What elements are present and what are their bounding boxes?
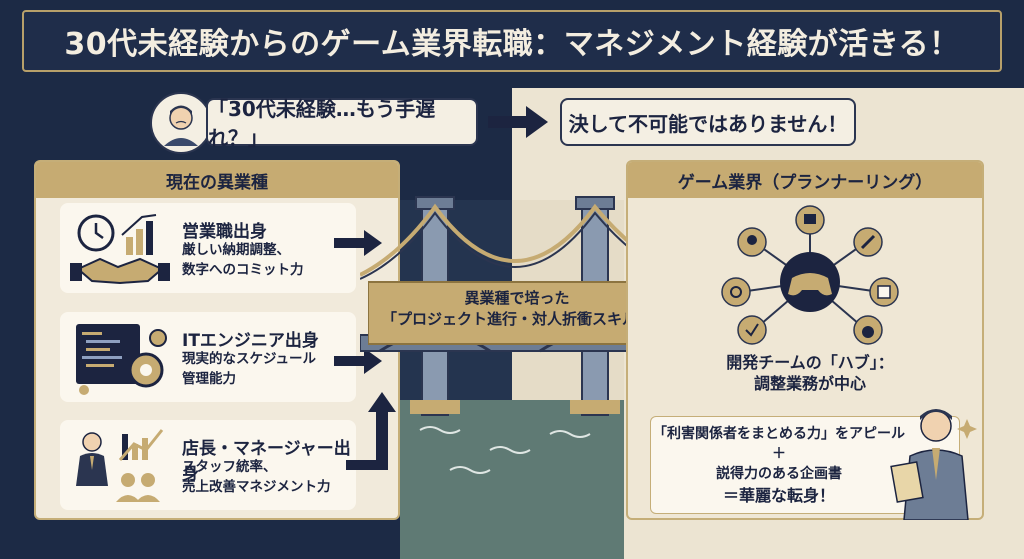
game-industry-heading: ゲーム業界（プランナーリング） bbox=[628, 162, 982, 198]
sales-card-line-1: 厳しい納期調整、 bbox=[182, 242, 290, 258]
handshake-clock-icon bbox=[70, 214, 170, 285]
manager-card-line-2: 売上改善マネジメント力 bbox=[182, 479, 331, 495]
appeal-plus: ＋ bbox=[772, 446, 786, 462]
manager-card-title: 店長・マネージャー出身 bbox=[182, 439, 351, 484]
worry-bubble: 「30代未経験…もう手遅れ？」 bbox=[206, 97, 478, 150]
arrow-from-it-icon bbox=[334, 348, 382, 374]
hub-label-line-2: 調整業務が中心 bbox=[753, 374, 866, 393]
appeal-line-2: 説得力のある企画書 bbox=[716, 466, 842, 482]
current-industry-heading: 現在の異業種 bbox=[36, 162, 398, 198]
answer-bubble: 決して不可能ではありません！ bbox=[560, 98, 856, 146]
right-arrow-icon bbox=[488, 106, 548, 138]
worried-person-icon bbox=[150, 92, 212, 154]
manager-card-line-1: スタッフ統率、 bbox=[182, 459, 277, 475]
it-card-line-1: 現実的なスケジュール bbox=[182, 351, 317, 367]
appeal-line-1: 「利害関係者をまとめる力」をアピール bbox=[653, 426, 905, 442]
store-manager-card: 店長・マネージャー出身 スタッフ統率、 売上改善マネジメント力 bbox=[60, 420, 356, 510]
river bbox=[400, 400, 624, 559]
arrow-from-manager-icon bbox=[346, 392, 396, 470]
code-gear-icon bbox=[76, 324, 167, 395]
manager-team-icon bbox=[76, 429, 164, 502]
hub-label-line-1: 開発チームの「ハブ」： bbox=[726, 353, 894, 372]
sales-card: 営業職出身 厳しい納期調整、 数字へのコミット力 bbox=[60, 203, 356, 293]
sales-card-title: 営業職出身 bbox=[182, 222, 267, 242]
it-engineer-card: ITエンジニア出身 現実的なスケジュール 管理能力 bbox=[60, 312, 356, 402]
it-card-title: ITエンジニア出身 bbox=[182, 331, 319, 351]
skill-banner: 異業種で培った 「プロジェクト進行・対人折衝スキル」 bbox=[372, 288, 662, 330]
water-waves-icon bbox=[419, 426, 591, 474]
businessman-icon bbox=[890, 409, 977, 520]
page-title: 30代未経験からのゲーム業界転職：マネジメント経験が活きる！ bbox=[22, 10, 1002, 72]
skill-banner-line-1: 異業種で培った bbox=[464, 289, 570, 307]
appeal-line-3: ＝華麗な転身！ bbox=[722, 486, 835, 505]
sales-card-line-2: 数字へのコミット力 bbox=[182, 262, 304, 278]
it-card-line-2: 管理能力 bbox=[182, 371, 236, 387]
arrow-from-sales-icon bbox=[334, 230, 382, 256]
skill-banner-line-2: 「プロジェクト進行・対人折衝スキル」 bbox=[381, 310, 652, 328]
hub-diagram bbox=[721, 205, 899, 345]
